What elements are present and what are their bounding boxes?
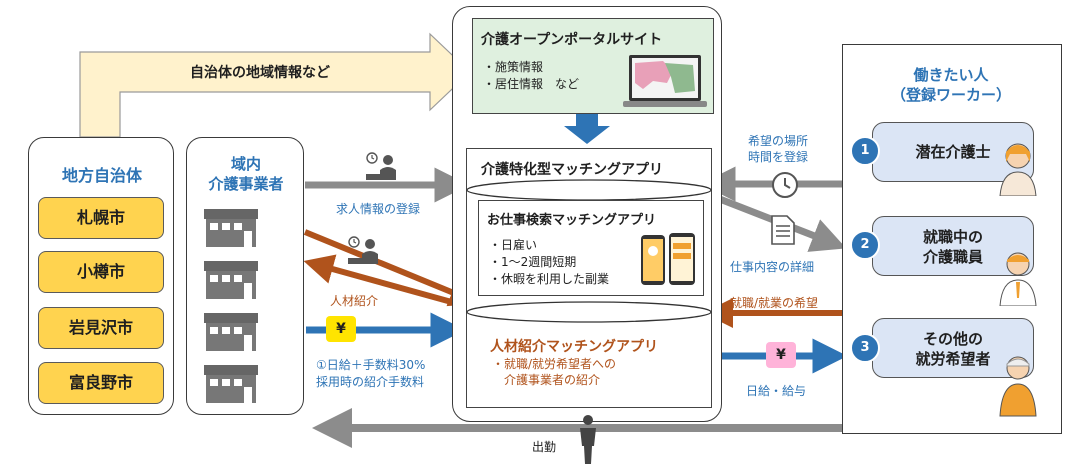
yen-badge-fee: ¥ <box>326 316 356 342</box>
smartphone-icons <box>641 233 695 285</box>
providers-title: 域内 介護事業者 <box>187 154 305 194</box>
document-icon <box>771 215 795 245</box>
matching-app-cylinder <box>466 179 712 323</box>
placement-arrow-in <box>303 229 480 307</box>
referral-app-title: 人材紹介マッチングアプリ <box>490 339 658 355</box>
store-icon <box>204 261 258 299</box>
place-time-label-line1: 希望の場所 <box>748 134 809 148</box>
worker-number-2: 2 <box>850 230 880 260</box>
city-sapporo: 札幌市 <box>38 197 164 239</box>
store-icon <box>204 313 258 351</box>
referral-app-item-1: ・就職/就労希望者への <box>492 357 617 371</box>
fee-label-line2: 採用時の紹介手数料 <box>316 375 425 389</box>
laptop-map-icon <box>623 55 707 107</box>
placement-label: 人材紹介 <box>330 294 379 308</box>
city-iwamizawa: 岩見沢市 <box>38 307 164 349</box>
employment-wish-label: 就職/就業の希望 <box>730 296 819 310</box>
job-search-item-2: ・1～2週間短期 <box>489 255 577 269</box>
portal-item-2: ・居住情報 など <box>483 77 580 91</box>
portal-item-1: ・施策情報 <box>483 60 544 74</box>
job-search-item-3: ・休暇を利用した副業 <box>489 272 610 286</box>
worker-at-desk-icon <box>366 152 396 180</box>
worker-card-2-line1: 就職中の <box>922 228 983 246</box>
down-arrow <box>564 114 610 144</box>
fee-label-line1: ①日給＋手数料30% <box>316 358 426 372</box>
portal-box: 介護オープンポータルサイト ・施策情報 ・居住情報 など <box>472 18 714 114</box>
workers-title-line2: （登録ワーカー） <box>890 86 1011 104</box>
place-time-label-line2: 時間を登録 <box>748 150 809 164</box>
city-furano: 富良野市 <box>38 362 164 404</box>
city-otaru: 小樽市 <box>38 251 164 293</box>
store-icon <box>204 365 258 403</box>
region-info-label: 自治体の地域情報など <box>190 65 330 81</box>
matching-app-title: 介護特化型マッチングアプリ <box>481 162 663 178</box>
worker-card-2-line2: 介護職員 <box>922 248 983 266</box>
job-detail-label: 仕事内容の詳細 <box>730 260 815 274</box>
job-search-box: お仕事検索マッチングアプリ ・日雇い ・1～2週間短期 ・休暇を利用した副業 <box>478 200 704 296</box>
worker-number-1: 1 <box>850 136 880 166</box>
commuting-person-icon <box>580 415 596 464</box>
job-detail-arrow <box>710 192 847 252</box>
municipality-title: 地方自治体 <box>61 166 142 185</box>
worker-card-3-line1: その他の <box>922 330 983 348</box>
worker-number-3: 3 <box>850 333 880 363</box>
clock-icon <box>772 172 798 198</box>
region-info-arrow <box>79 32 471 138</box>
workers-title-line1: 働きたい人 <box>913 66 989 84</box>
wage-label: 日給・給与 <box>746 384 807 398</box>
providers-title-line1: 域内 <box>230 155 261 173</box>
placement-arrow-out <box>303 254 467 309</box>
store-icon <box>204 209 258 247</box>
worker-avatar-icon <box>999 356 1037 417</box>
referral-app-item-2: 介護事業者の紹介 <box>492 373 601 387</box>
portal-title: 介護オープンポータルサイト <box>481 32 663 48</box>
worker-avatar-icon <box>999 143 1037 196</box>
workers-title: 働きたい人 （登録ワーカー） <box>843 65 1059 105</box>
providers-title-line2: 介護事業者 <box>208 175 284 193</box>
worker-card-1-label: 潜在介護士 <box>915 143 991 161</box>
job-search-item-1: ・日雇い <box>489 238 538 252</box>
store-icons <box>204 209 258 403</box>
worker-avatar-icon <box>999 252 1037 306</box>
job-search-title: お仕事検索マッチングアプリ <box>487 213 657 228</box>
commute-label: 出勤 <box>532 440 557 454</box>
yen-badge-wage: ¥ <box>766 342 796 368</box>
worker-at-desk-icon <box>348 236 378 264</box>
worker-card-3-line2: 就労希望者 <box>915 350 991 368</box>
job-registration-label: 求人情報の登録 <box>336 202 421 216</box>
